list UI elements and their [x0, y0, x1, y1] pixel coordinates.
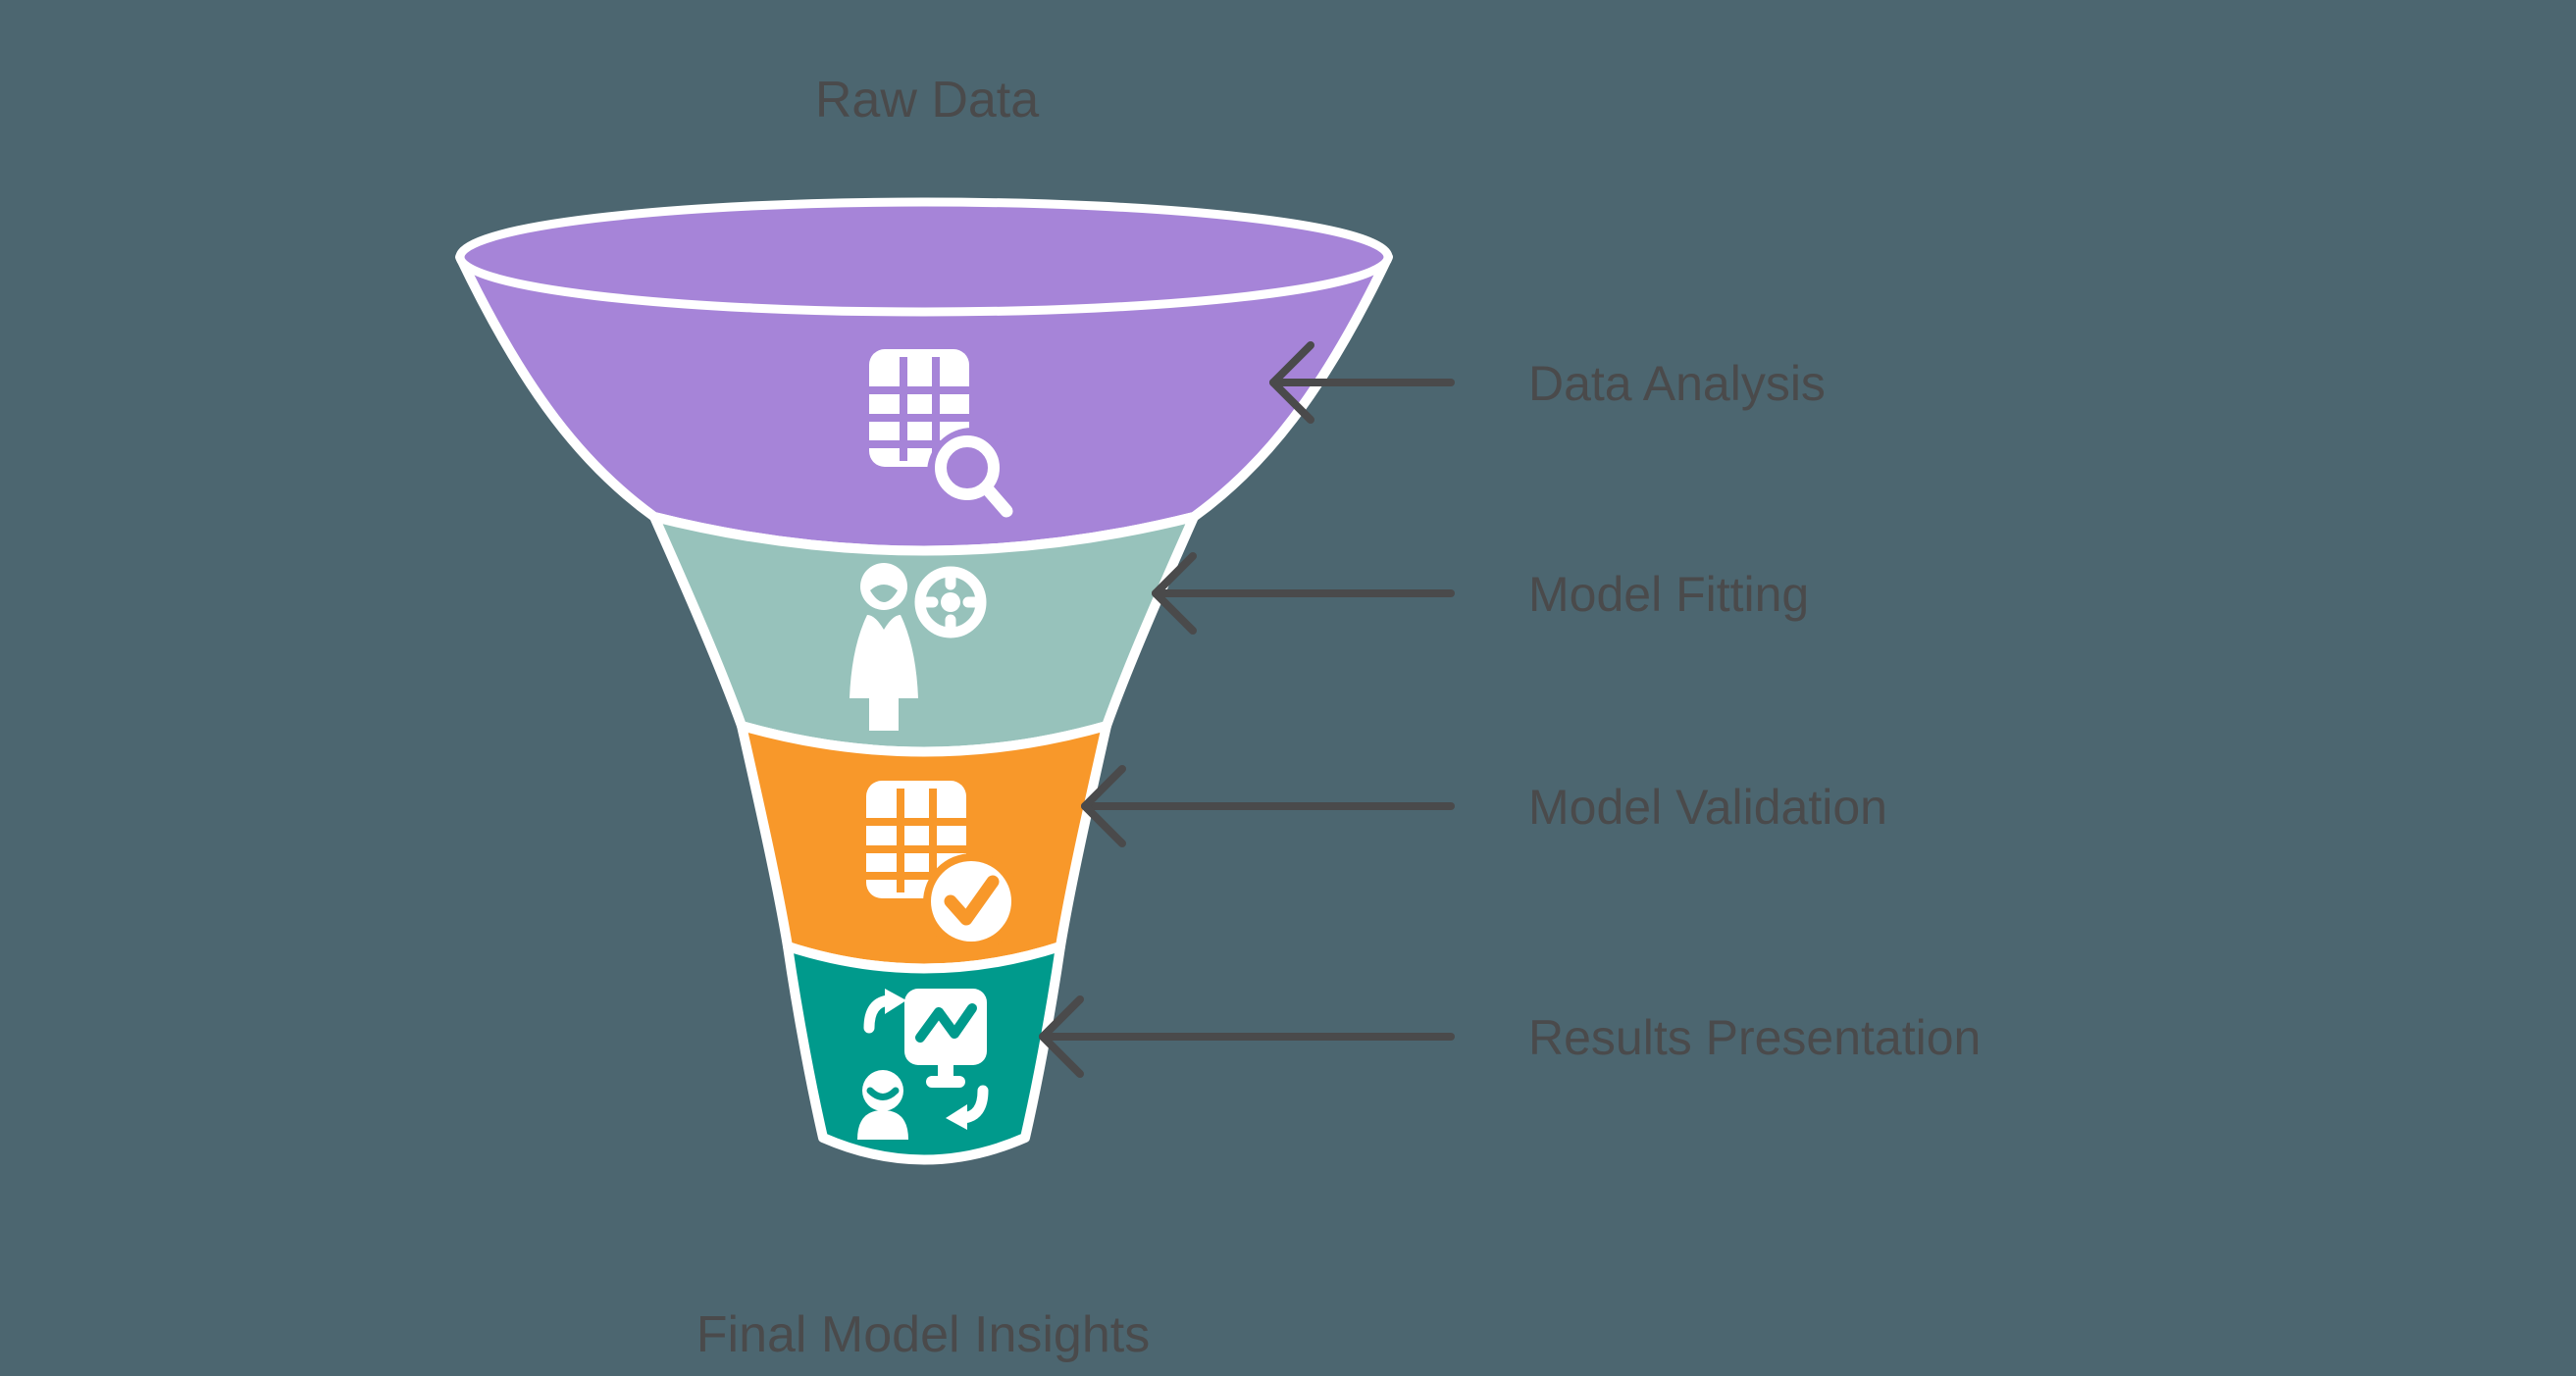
board-trend-line: [915, 1003, 977, 1043]
arrow-model-validation: [1081, 765, 1455, 847]
presentation-exchange-icon: [857, 989, 989, 1140]
stage-model-fitting-shape: [649, 512, 1199, 757]
target-ticks: [915, 567, 986, 637]
label-model-fitting: Model Fitting: [1528, 567, 1809, 622]
cycle-arrow-top-head: [885, 989, 906, 1014]
arrow-results-presentation: [1039, 995, 1455, 1078]
check-mark: [944, 875, 1000, 926]
annotation-arrows: [1039, 341, 1455, 1078]
label-results-presentation: Results Presentation: [1528, 1010, 1981, 1065]
person-body: [850, 615, 918, 731]
label-model-validation: Model Validation: [1528, 780, 1887, 835]
board-stand-neck: [938, 1065, 953, 1077]
arrow-data-analysis: [1269, 341, 1455, 424]
target-center-dot: [941, 592, 960, 612]
table-grid-lines: [866, 789, 966, 892]
person-shoulders: [857, 1110, 908, 1140]
title-raw-data: Raw Data: [815, 72, 1039, 128]
cycle-arrow-bottom-head: [946, 1104, 967, 1130]
title-final-model-insights: Final Model Insights: [696, 1306, 1150, 1363]
board-stand-base: [926, 1076, 965, 1088]
person-head: [862, 1070, 903, 1111]
arrow-model-fitting: [1152, 552, 1455, 635]
label-data-analysis: Data Analysis: [1528, 356, 1826, 411]
person-smile: [866, 1087, 900, 1100]
person-hair-notch: [870, 585, 898, 602]
funnel-top-rim: [455, 197, 1393, 317]
magnifier-handle: [980, 482, 1013, 518]
table-search-icon: [869, 349, 1017, 518]
person-target-icon: [850, 563, 987, 731]
table-grid-lines: [869, 357, 969, 461]
table-check-icon: [866, 781, 1021, 951]
magnifier-glass: [935, 435, 1000, 500]
